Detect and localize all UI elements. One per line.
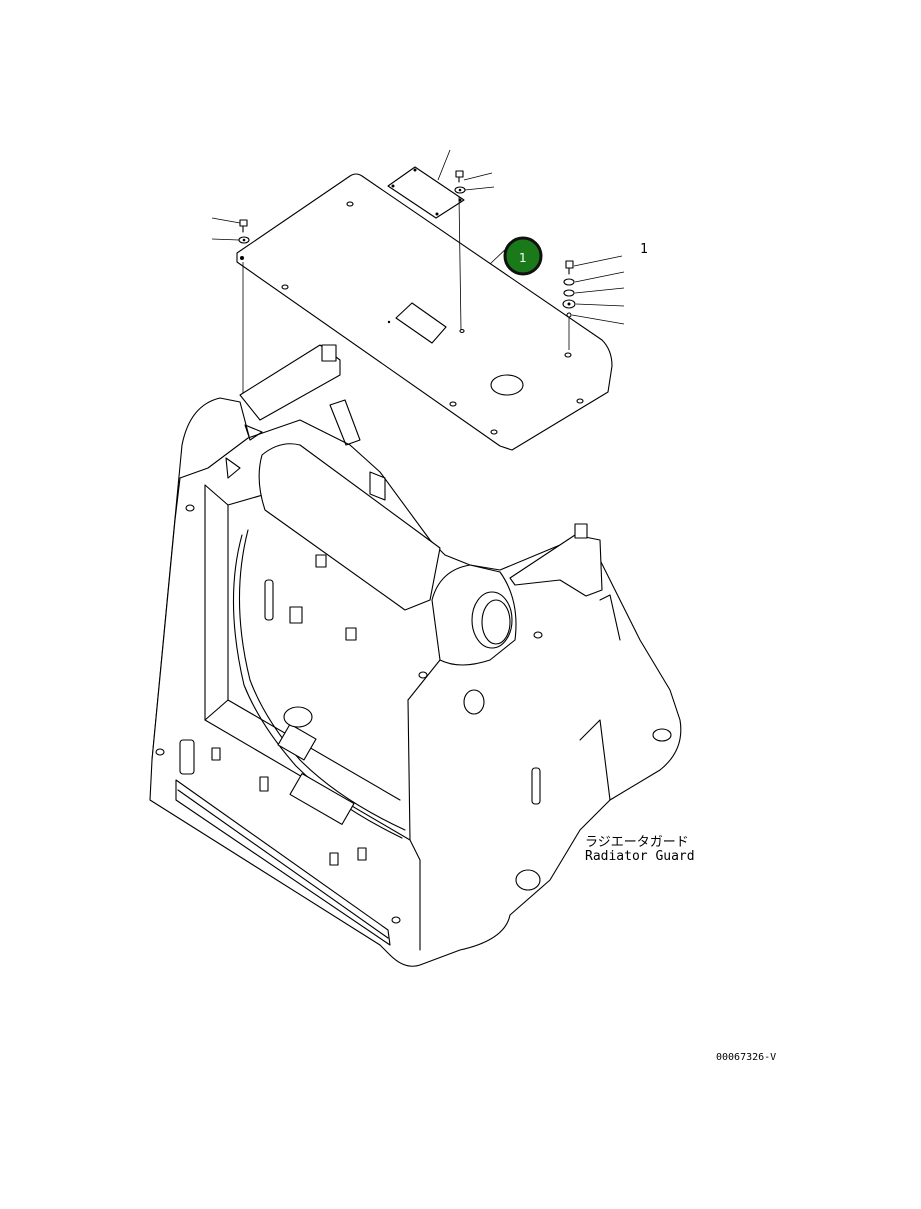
fastener-right-stack — [562, 260, 576, 350]
fastener-top — [454, 170, 466, 194]
label-japanese: ラジエータガード — [585, 835, 689, 850]
fastener-left — [238, 219, 250, 244]
access-plate — [387, 166, 465, 219]
leader-lines — [211, 149, 625, 395]
label-english: Radiator Guard — [585, 849, 695, 864]
top-cover-plate — [236, 166, 613, 451]
drawing-code: 00067326-V — [716, 1052, 776, 1063]
part-callout-number: 1 — [640, 242, 648, 257]
callout-badge-label: 1 — [519, 251, 527, 265]
radiator-guard-frame — [149, 344, 682, 967]
callout-badge: 1 — [503, 236, 543, 276]
